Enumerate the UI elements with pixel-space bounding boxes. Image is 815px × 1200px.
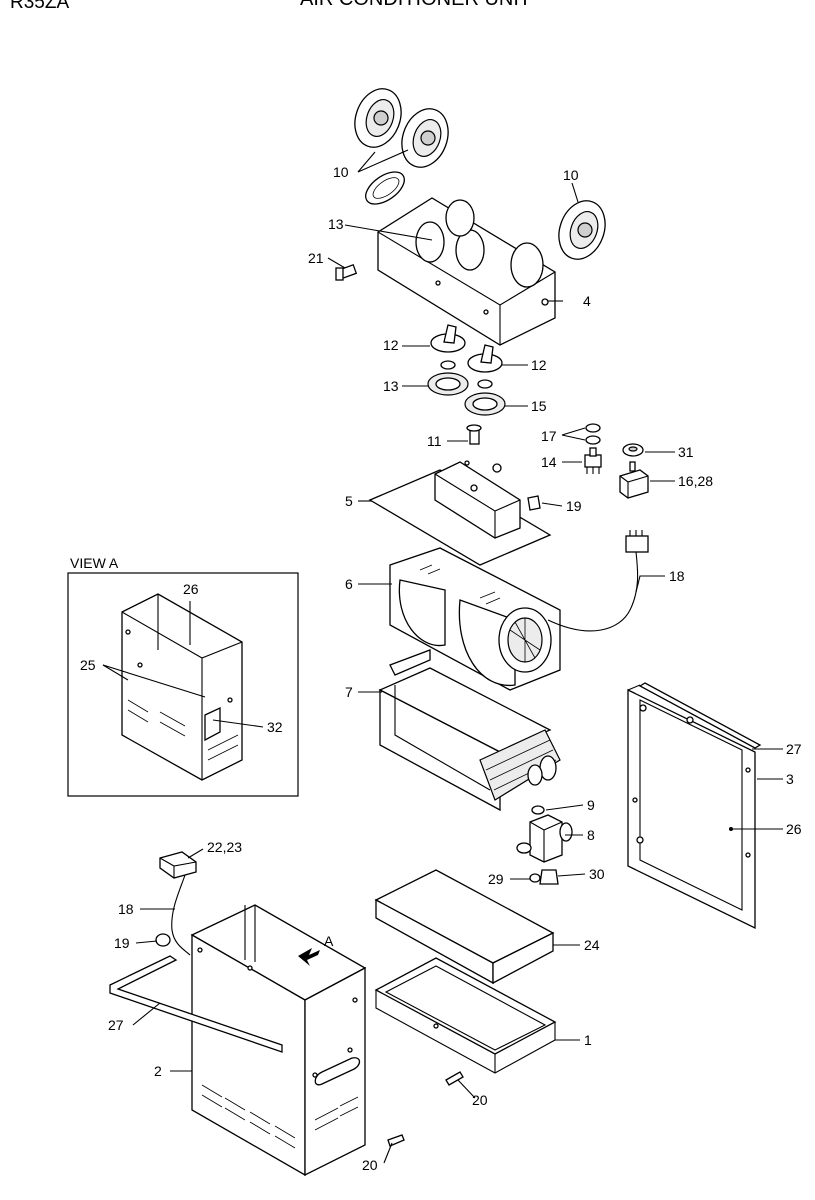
- callout-label: 18: [118, 901, 134, 917]
- callout-label: 1: [584, 1032, 592, 1048]
- side-panel-3: [627, 682, 762, 930]
- callout-label: 12: [531, 357, 547, 373]
- housing-2: [190, 904, 367, 1177]
- callout-label: 10: [563, 167, 579, 183]
- callout-label: 18: [669, 568, 685, 584]
- callout-label: 27: [786, 741, 802, 757]
- callout-label: 3: [786, 771, 794, 787]
- callout-label: 20: [472, 1092, 488, 1108]
- clip-19-top: [527, 495, 541, 511]
- lamp-11: [466, 424, 482, 445]
- callout-label: 31: [678, 444, 694, 460]
- callout-label: 17: [541, 428, 557, 444]
- callout-label: 5: [345, 493, 353, 509]
- callout-label: 4: [583, 293, 591, 309]
- wire-harness-18-bottom: [171, 874, 191, 956]
- bezel-ring-15: [464, 379, 506, 416]
- callout-label: 12: [383, 337, 399, 353]
- callout-label: 30: [589, 866, 605, 882]
- cap-29: [529, 873, 541, 883]
- callout-label: 7: [345, 684, 353, 700]
- model-code: R35ZA: [10, 0, 70, 13]
- control-knob-left: [430, 324, 466, 353]
- callout-label: 27: [108, 1017, 124, 1033]
- callout-label: A: [324, 933, 334, 949]
- expansion-valve-8: [516, 814, 573, 863]
- top-cover: [377, 197, 556, 346]
- screw-20-housing: [387, 1134, 405, 1147]
- wire-harness-18-top: [547, 530, 649, 632]
- control-plate: [368, 460, 552, 566]
- view-a-title: VIEW A: [70, 555, 119, 571]
- view-a-box: [67, 572, 299, 797]
- gasket-27: [109, 955, 283, 1053]
- arrow-a: [298, 948, 320, 966]
- callout-label: 6: [345, 576, 353, 592]
- cap-30: [539, 869, 559, 885]
- screw-21: [335, 264, 358, 281]
- callout-label: 15: [531, 398, 547, 414]
- view-a-callout: 32: [267, 719, 283, 735]
- view-a-labels: VIEW A 26 25 32: [70, 555, 283, 735]
- callout-label: 9: [587, 797, 595, 813]
- bezel-ring-13: [427, 360, 469, 396]
- view-a-callout: 26: [183, 581, 199, 597]
- vent-ring: [365, 171, 405, 205]
- callout-label: 24: [584, 937, 600, 953]
- drain-tray-1: [374, 957, 557, 1074]
- callout-label: 14: [541, 454, 557, 470]
- callout-label: 2: [154, 1063, 162, 1079]
- vent-grille-left: [354, 88, 402, 148]
- callout-label: 21: [308, 250, 324, 266]
- view-a-callout: 25: [80, 657, 96, 673]
- screw-20-tray: [445, 1071, 464, 1086]
- callout-label: 13: [383, 378, 399, 394]
- oring-9: [531, 805, 545, 815]
- connector-22-23: [159, 851, 197, 879]
- vent-grille-middle: [401, 108, 449, 168]
- relay-16-28: [619, 461, 649, 499]
- control-knob-right: [467, 344, 503, 373]
- callout-label: 16,28: [678, 473, 713, 489]
- switch-14: [584, 447, 602, 474]
- page-title: AIR CONDITIONER UNIT: [300, 0, 531, 11]
- evaporator-case: [378, 649, 561, 812]
- callout-label: 19: [566, 498, 582, 514]
- callout-label: 10: [333, 164, 349, 180]
- knob-31: [622, 443, 644, 457]
- vent-grille-right: [558, 200, 606, 260]
- callout-labels: 10 10 13 21 4 12 12 13 15 11 17 14 31 16…: [108, 164, 802, 1173]
- filter-24: [374, 869, 555, 985]
- callout-label: 29: [488, 871, 504, 887]
- callout-label: 22,23: [207, 839, 242, 855]
- blower-assembly: [389, 547, 561, 691]
- callout-label: 20: [362, 1157, 378, 1173]
- callout-label: 11: [427, 433, 442, 449]
- callout-label: 13: [328, 216, 344, 232]
- callout-label: 8: [587, 827, 595, 843]
- clip-19-bottom: [155, 933, 171, 947]
- leader-lines: [102, 149, 783, 1164]
- callout-label: 19: [114, 935, 130, 951]
- callout-label: 26: [786, 821, 802, 837]
- washers-17: [585, 423, 601, 445]
